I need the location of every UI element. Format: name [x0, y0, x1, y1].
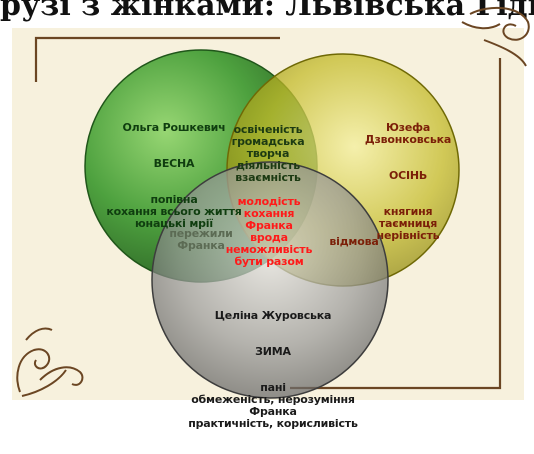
yuzefa-description: княгиня таємниця нерівність	[376, 205, 440, 242]
tselina-season: ЗИМА	[255, 345, 291, 358]
olga-name: Ольга Рошкевич	[122, 121, 226, 134]
overlap-olga-tselina: пережили Франка	[169, 227, 233, 252]
ornament-top-right	[461, 6, 530, 67]
circle-tselina	[151, 161, 389, 399]
tselina-name: Целіна Журовська	[214, 309, 332, 322]
cut-off-heading: рузі з жінками: Львівська Гідність	[0, 0, 534, 23]
slide: рузі з жінками: Львівська Гідність	[0, 0, 534, 430]
tselina-description: пані обмеженість, нерозуміння Франка пра…	[188, 381, 358, 430]
yuzefa-block: Юзефа Дзвонковська ОСІНЬ княгиня таємниц…	[356, 98, 460, 266]
overlap-center: молодість кохання Франка врода неможливі…	[225, 195, 313, 268]
tselina-block: Целіна Журовська ЗИМА пані обмеженість, …	[180, 286, 366, 454]
diagram-canvas	[12, 6, 530, 400]
yuzefa-season: ОСІНЬ	[388, 169, 428, 182]
olga-block: Ольга Рошкевич ВЕСНА попівна кохання всь…	[86, 98, 262, 254]
decorative-frame	[34, 36, 502, 390]
ornament-bottom-left	[16, 327, 84, 397]
yuzefa-name: Юзефа Дзвонковська	[364, 121, 452, 146]
overlap-yuzefa-tselina: відмова	[329, 235, 379, 248]
overlap-olga-yuzefa: освіченість громадська творча діяльність…	[231, 123, 305, 184]
olga-description: попівна кохання всього життя юнацькі мрі…	[106, 193, 242, 230]
olga-season: ВЕСНА	[153, 157, 195, 170]
